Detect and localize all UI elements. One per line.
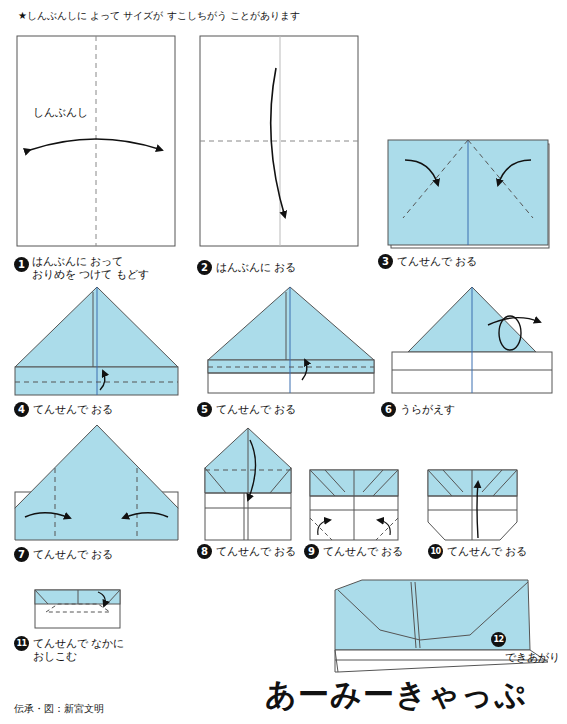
step-number: 5 bbox=[197, 402, 212, 417]
instruction: てんせんで おる bbox=[216, 545, 297, 558]
instruction: はんぶんに おって おりめを つけて もどす bbox=[32, 255, 150, 281]
paper-label: しんぶんし bbox=[33, 106, 88, 119]
step-number: 2 bbox=[197, 260, 212, 275]
step-number: 7 bbox=[14, 547, 29, 562]
title: あーみーきゃっぷ bbox=[265, 676, 527, 712]
instruction: てんせんで おる bbox=[447, 545, 528, 558]
note: ★しんぶんしに よって サイズが すこしちがう ことがあります bbox=[18, 9, 300, 22]
instruction: てんせんで おる bbox=[323, 545, 404, 558]
instruction: てんせんで おる bbox=[33, 548, 114, 561]
step-number: 11 bbox=[14, 636, 29, 651]
step-number: 4 bbox=[14, 402, 29, 417]
step-number: 12 bbox=[491, 632, 506, 647]
step-number: 3 bbox=[378, 254, 393, 269]
instruction: はんぶんに おる bbox=[216, 261, 297, 274]
finished-label: できあがり bbox=[505, 651, 560, 664]
credit: 伝承・図：新宮文明 bbox=[14, 702, 104, 715]
step-number: 9 bbox=[304, 544, 319, 559]
step-number: 8 bbox=[197, 544, 212, 559]
instruction: うらがえす bbox=[400, 403, 455, 416]
instruction: てんせんで おる bbox=[216, 403, 297, 416]
instruction: てんせんで おる bbox=[397, 255, 478, 268]
instruction: てんせんで なかに おしこむ bbox=[33, 637, 133, 663]
step-number: 6 bbox=[381, 402, 396, 417]
step-number: 1 bbox=[14, 257, 29, 272]
instruction: てんせんで おる bbox=[33, 403, 114, 416]
step-number: 10 bbox=[428, 544, 443, 559]
